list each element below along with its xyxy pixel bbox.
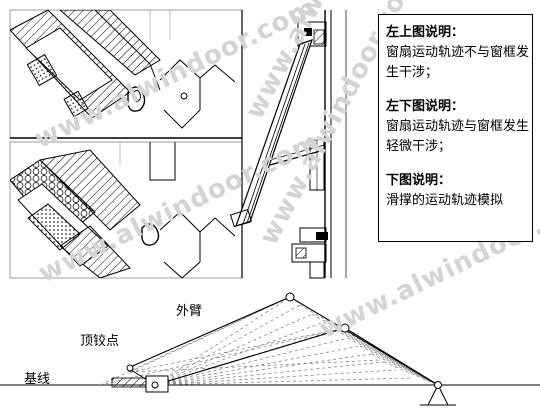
- outer-arm-label: 外臂: [176, 304, 203, 319]
- outer-arm-pivot: [285, 292, 295, 302]
- top-hinge-pivot: [126, 364, 134, 372]
- top-left-detail: [9, 9, 243, 139]
- top-left-text: 窗扇运动轨迹不与窗框发生干涉；: [386, 45, 530, 80]
- inner-arm-pivot: [340, 323, 350, 333]
- window-section-elevation: [229, 10, 347, 279]
- baseline-label: 基线: [24, 372, 51, 387]
- bottom-left-heading: 左下图说明：: [386, 99, 465, 114]
- explanation-box: 左上图说明： 窗扇运动轨迹不与窗框发生干涉； 左下图说明： 窗扇运动轨迹与窗框发…: [378, 14, 533, 242]
- top-hinge-label: 顶铰点: [80, 334, 120, 349]
- bottom-heading: 下图说明：: [386, 173, 452, 188]
- inner-arm-line: [154, 327, 439, 386]
- top-left-heading: 左上图说明：: [386, 25, 465, 40]
- bottom-text: 滑撑的运动轨迹模拟: [386, 193, 504, 208]
- stay-motion-simulation: [0, 292, 540, 406]
- bottom-left-detail: [9, 141, 243, 279]
- bottom-left-text: 窗扇运动轨迹与窗框发生轻微干涉；: [386, 119, 530, 154]
